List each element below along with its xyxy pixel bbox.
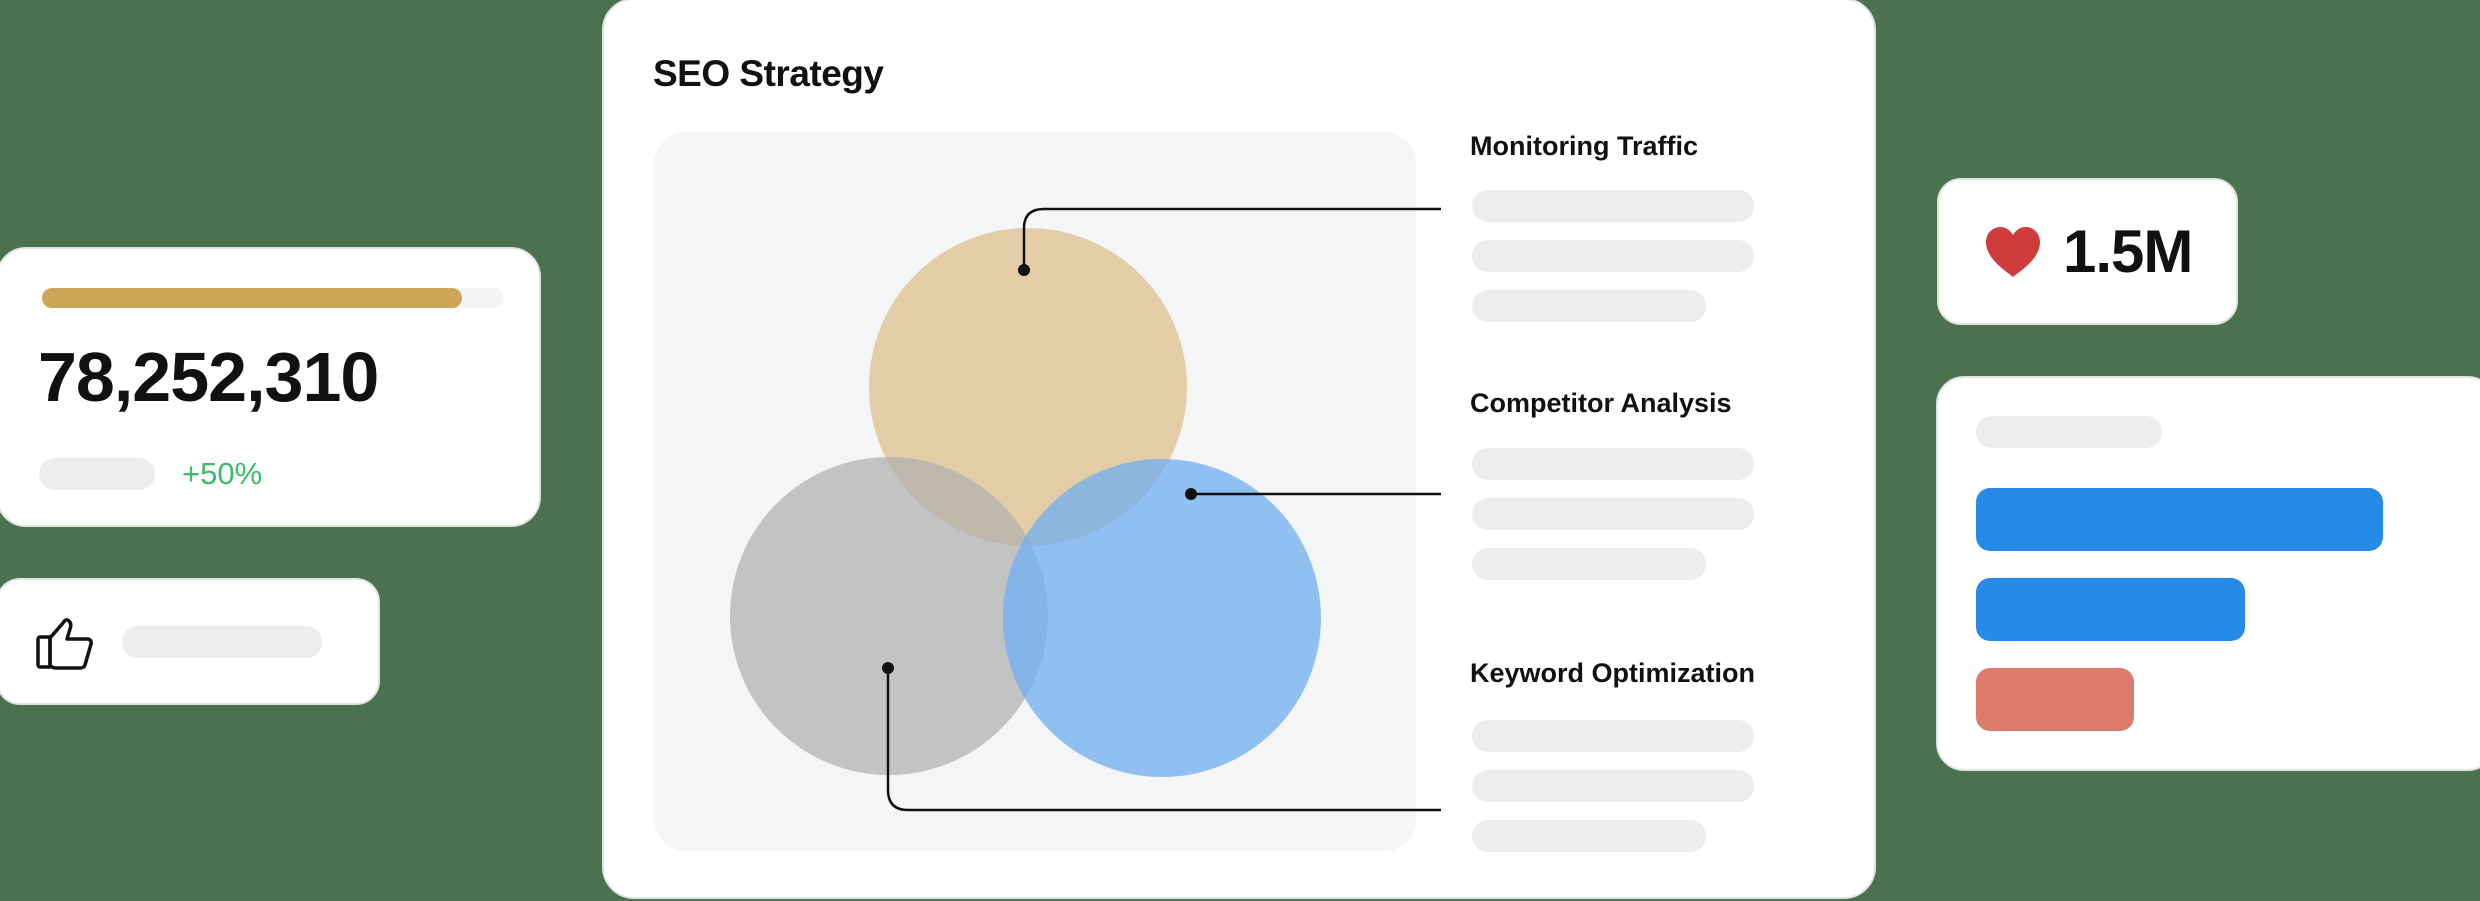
- venn-circle-gray: [730, 457, 1048, 775]
- text-placeholder: [1472, 190, 1754, 222]
- text-placeholder: [1472, 498, 1754, 530]
- venn-circle-blue: [1003, 459, 1321, 777]
- likes-count: 1.5M: [2063, 218, 2193, 285]
- thumbs-up-icon: [36, 618, 93, 670]
- connector-line-keyword: [886, 668, 1441, 812]
- progress-fill: [42, 288, 463, 308]
- stats-change: +50%: [182, 456, 263, 491]
- section-competitor-analysis: Competitor Analysis: [1470, 387, 1830, 580]
- connector-dot-keyword: [882, 662, 894, 674]
- bar-1: [1976, 488, 2383, 551]
- bar-summary-card: [1936, 376, 2480, 771]
- like-card: [0, 578, 380, 705]
- progress-track: [42, 288, 504, 308]
- bar-2: [1976, 578, 2245, 641]
- text-placeholder: [1472, 548, 1706, 580]
- bar-3: [1976, 668, 2134, 731]
- text-placeholder: [1472, 820, 1706, 852]
- section-monitoring-traffic: Monitoring Traffic: [1470, 130, 1830, 322]
- venn-circle-tan: [869, 228, 1187, 546]
- text-placeholder: [1472, 290, 1706, 322]
- page-title: SEO Strategy: [653, 53, 884, 94]
- stats-card: 78,252,310 +50%: [0, 247, 541, 527]
- venn-diagram: [730, 207, 1441, 812]
- section-title: Keyword Optimization: [1470, 658, 1756, 688]
- text-placeholder: [1472, 770, 1754, 802]
- connector-dot-traffic: [1018, 264, 1030, 276]
- connector-line-traffic: [1022, 207, 1441, 270]
- likes-count-card: 1.5M: [1937, 178, 2238, 325]
- text-placeholder: [1472, 448, 1754, 480]
- like-label-placeholder: [122, 626, 322, 658]
- bars-title-placeholder: [1976, 416, 2162, 448]
- heart-icon: [1986, 227, 2040, 277]
- section-keyword-optimization: Keyword Optimization: [1470, 657, 1830, 852]
- stats-value: 78,252,310: [38, 338, 379, 416]
- seo-strategy-card: SEO Strategy Monitoring Traffic Competit…: [602, 0, 1876, 899]
- section-title: Monitoring Traffic: [1470, 131, 1698, 161]
- connector-dot-competitor: [1185, 488, 1197, 500]
- text-placeholder: [1472, 240, 1754, 272]
- text-placeholder: [1472, 720, 1754, 752]
- section-title: Competitor Analysis: [1470, 388, 1732, 418]
- stats-label-placeholder: [39, 458, 155, 490]
